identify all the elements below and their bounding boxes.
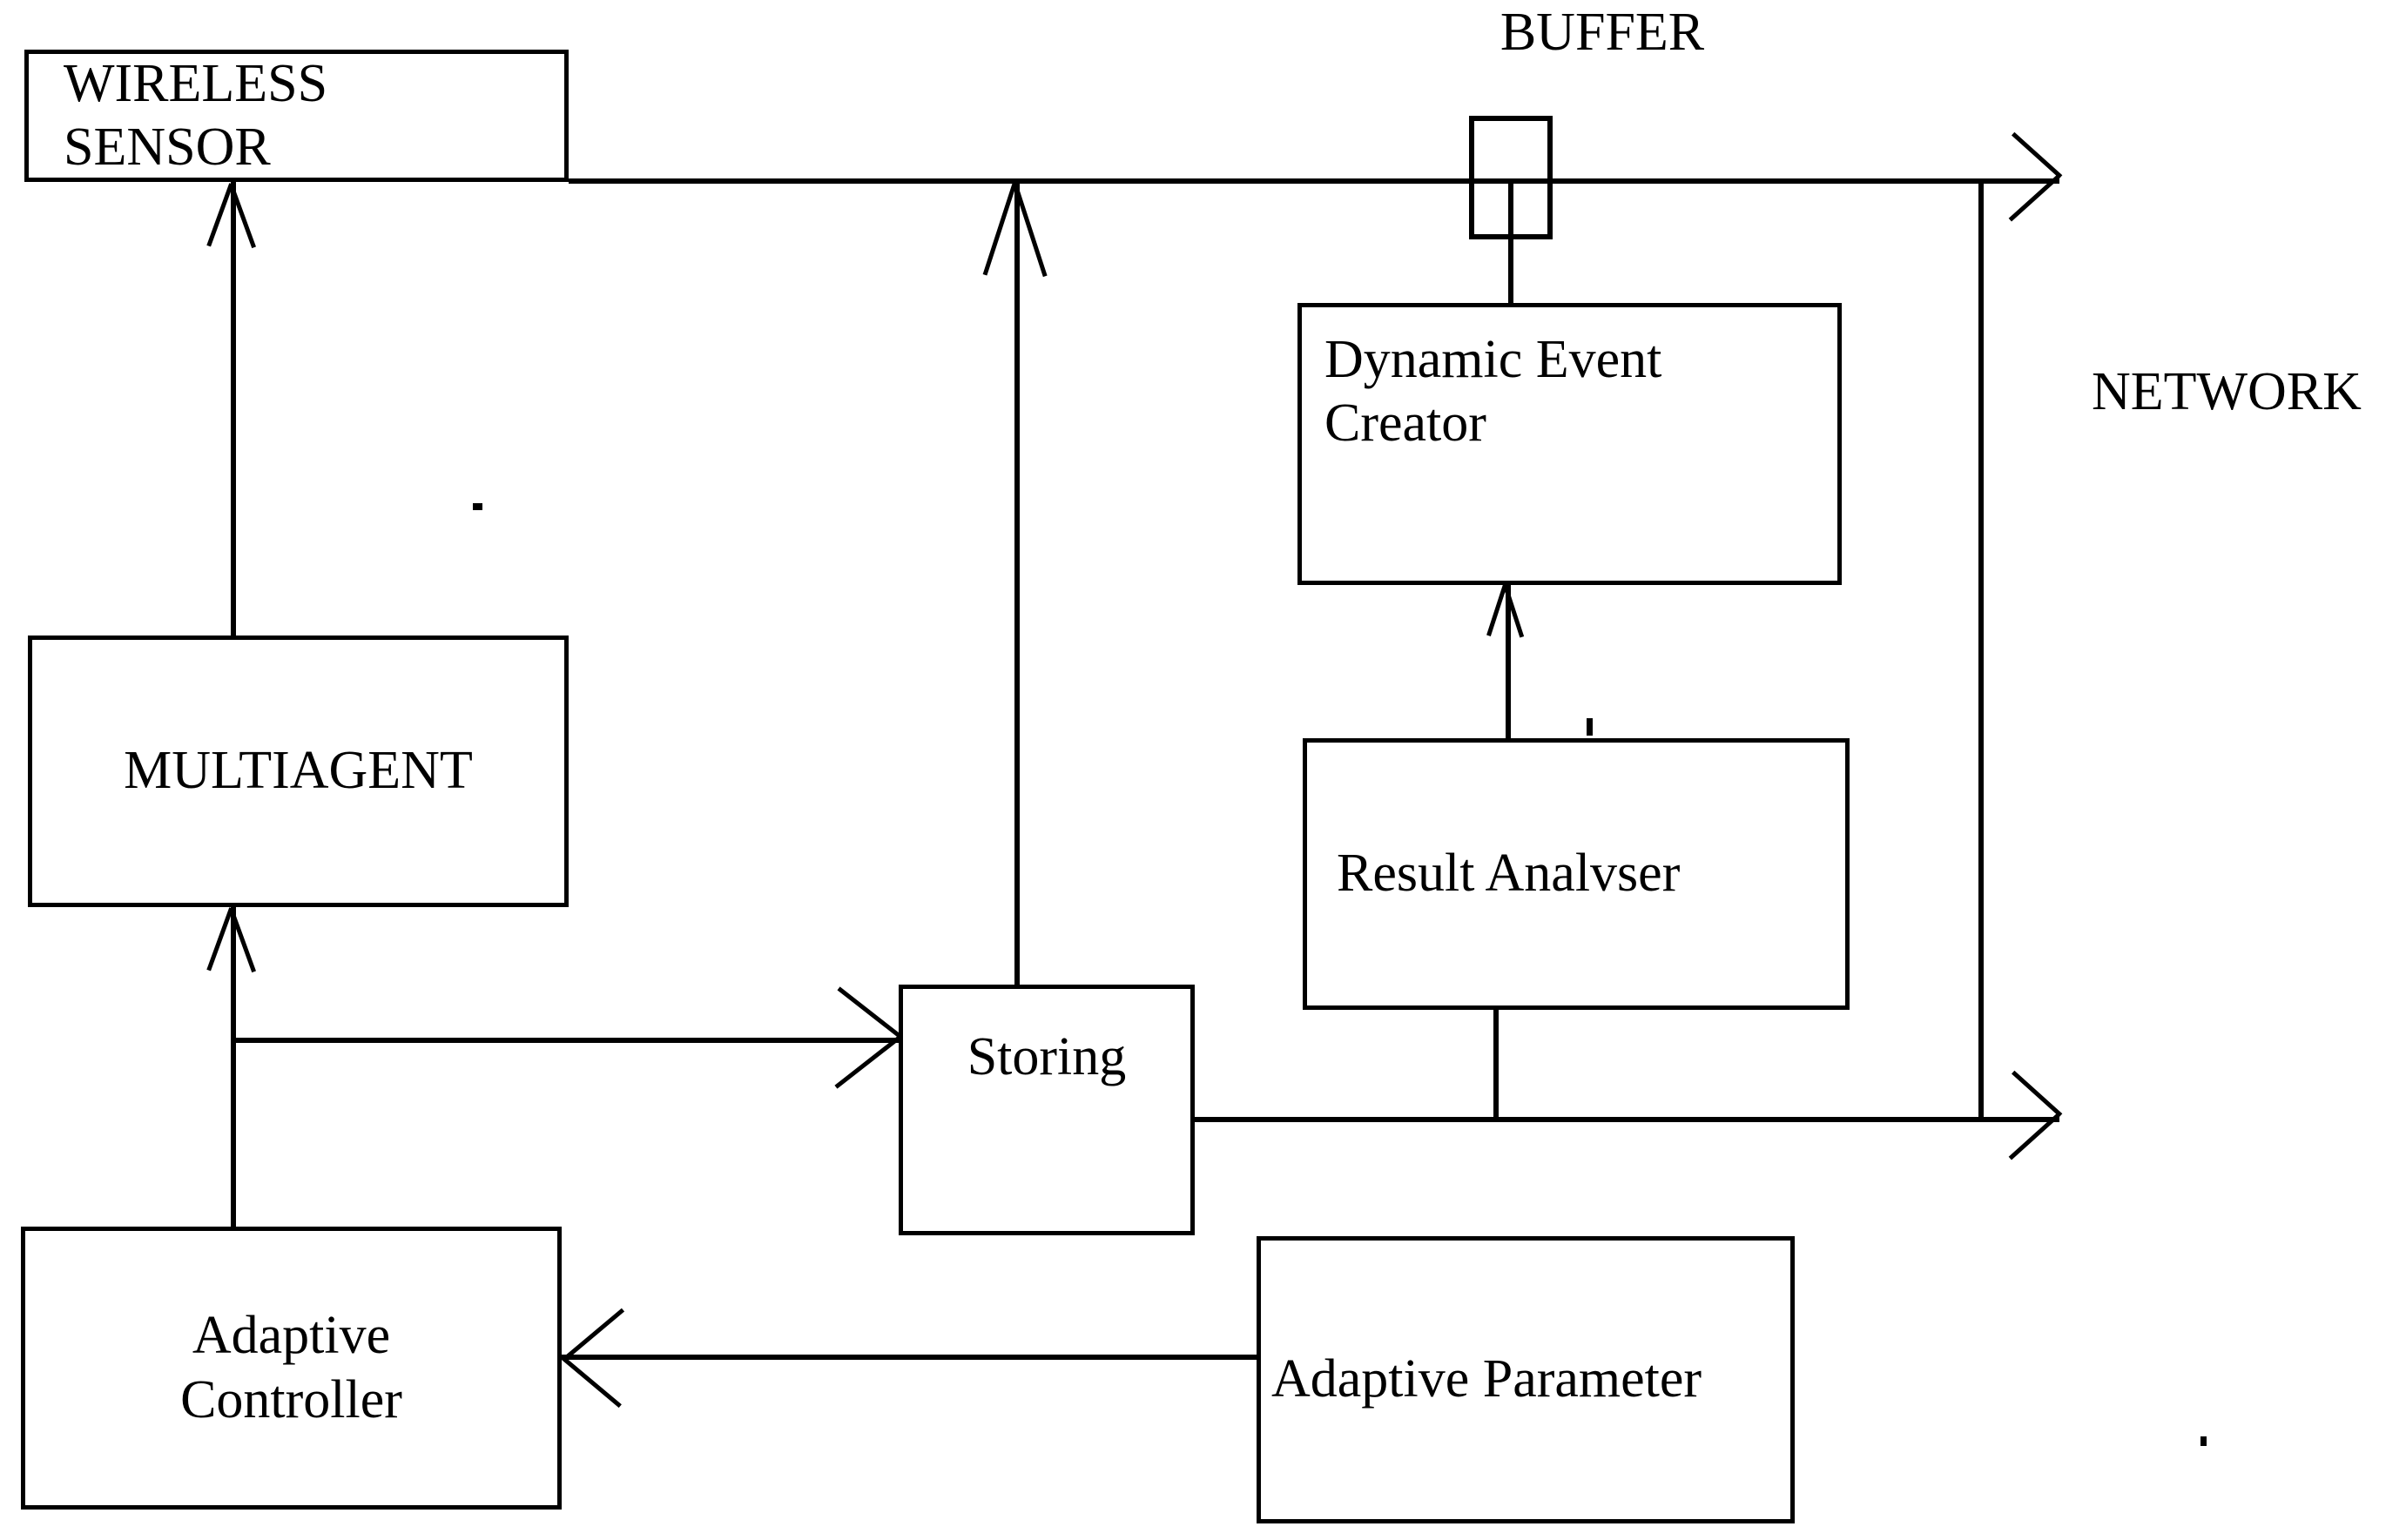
block-label-adaptive-parameter: Adaptive Parameter xyxy=(1271,1349,1702,1409)
block-label-storing: Storing xyxy=(967,1027,1127,1086)
label-buffer: BUFFER xyxy=(1500,3,1705,62)
block-label-wireless-sensor: WIRELESS SENSOR xyxy=(64,53,328,177)
buffer-symbol xyxy=(1469,116,1553,239)
buffer-symbol-divider xyxy=(1508,178,1513,239)
block-multiagent[interactable]: MULTIAGENT xyxy=(28,636,569,907)
scan-artifact-dot-middle xyxy=(1587,718,1593,736)
block-adaptive-parameter[interactable]: Adaptive Parameter xyxy=(1257,1236,1795,1523)
block-result-analyser[interactable]: Result Analvser xyxy=(1303,738,1850,1010)
connector-result-analyser-to-dynamic-event-creator xyxy=(1506,582,1511,742)
block-label-dynamic-event-creator: Dynamic Event Creator xyxy=(1324,330,1662,454)
connector-storing-to-top-bus xyxy=(1014,178,1020,988)
connector-buffer-to-dynamic-event-creator xyxy=(1508,234,1513,307)
label-network: NETWORK xyxy=(2092,362,2362,421)
connector-network-riser xyxy=(1978,178,1984,1122)
block-adaptive-controller[interactable]: Adaptive Controller xyxy=(21,1227,562,1510)
block-dynamic-event-creator[interactable]: Dynamic Event Creator xyxy=(1297,303,1842,585)
block-wireless-sensor[interactable]: WIRELESS SENSOR xyxy=(24,50,569,182)
scan-artifact-dot-right xyxy=(2200,1436,2207,1446)
block-label-adaptive-controller: Adaptive Controller xyxy=(180,1306,402,1429)
block-label-multiagent: MULTIAGENT xyxy=(124,741,473,801)
connector-adaptive-controller-to-multiagent xyxy=(231,904,236,1230)
connector-adaptive-parameter-to-controller xyxy=(562,1355,1258,1360)
block-storing[interactable]: Storing xyxy=(899,985,1195,1235)
connector-storing-to-network xyxy=(1195,1117,2059,1122)
connector-result-analyser-to-bottom-bus xyxy=(1493,1006,1499,1120)
block-label-result-analyser: Result Analvser xyxy=(1337,844,1681,904)
scan-artifact-dot-left xyxy=(473,503,482,510)
connector-multiagent-to-sensor xyxy=(231,179,236,639)
connector-controller-branch-to-storing xyxy=(231,1038,903,1043)
connector-sensor-to-network xyxy=(569,178,2059,184)
